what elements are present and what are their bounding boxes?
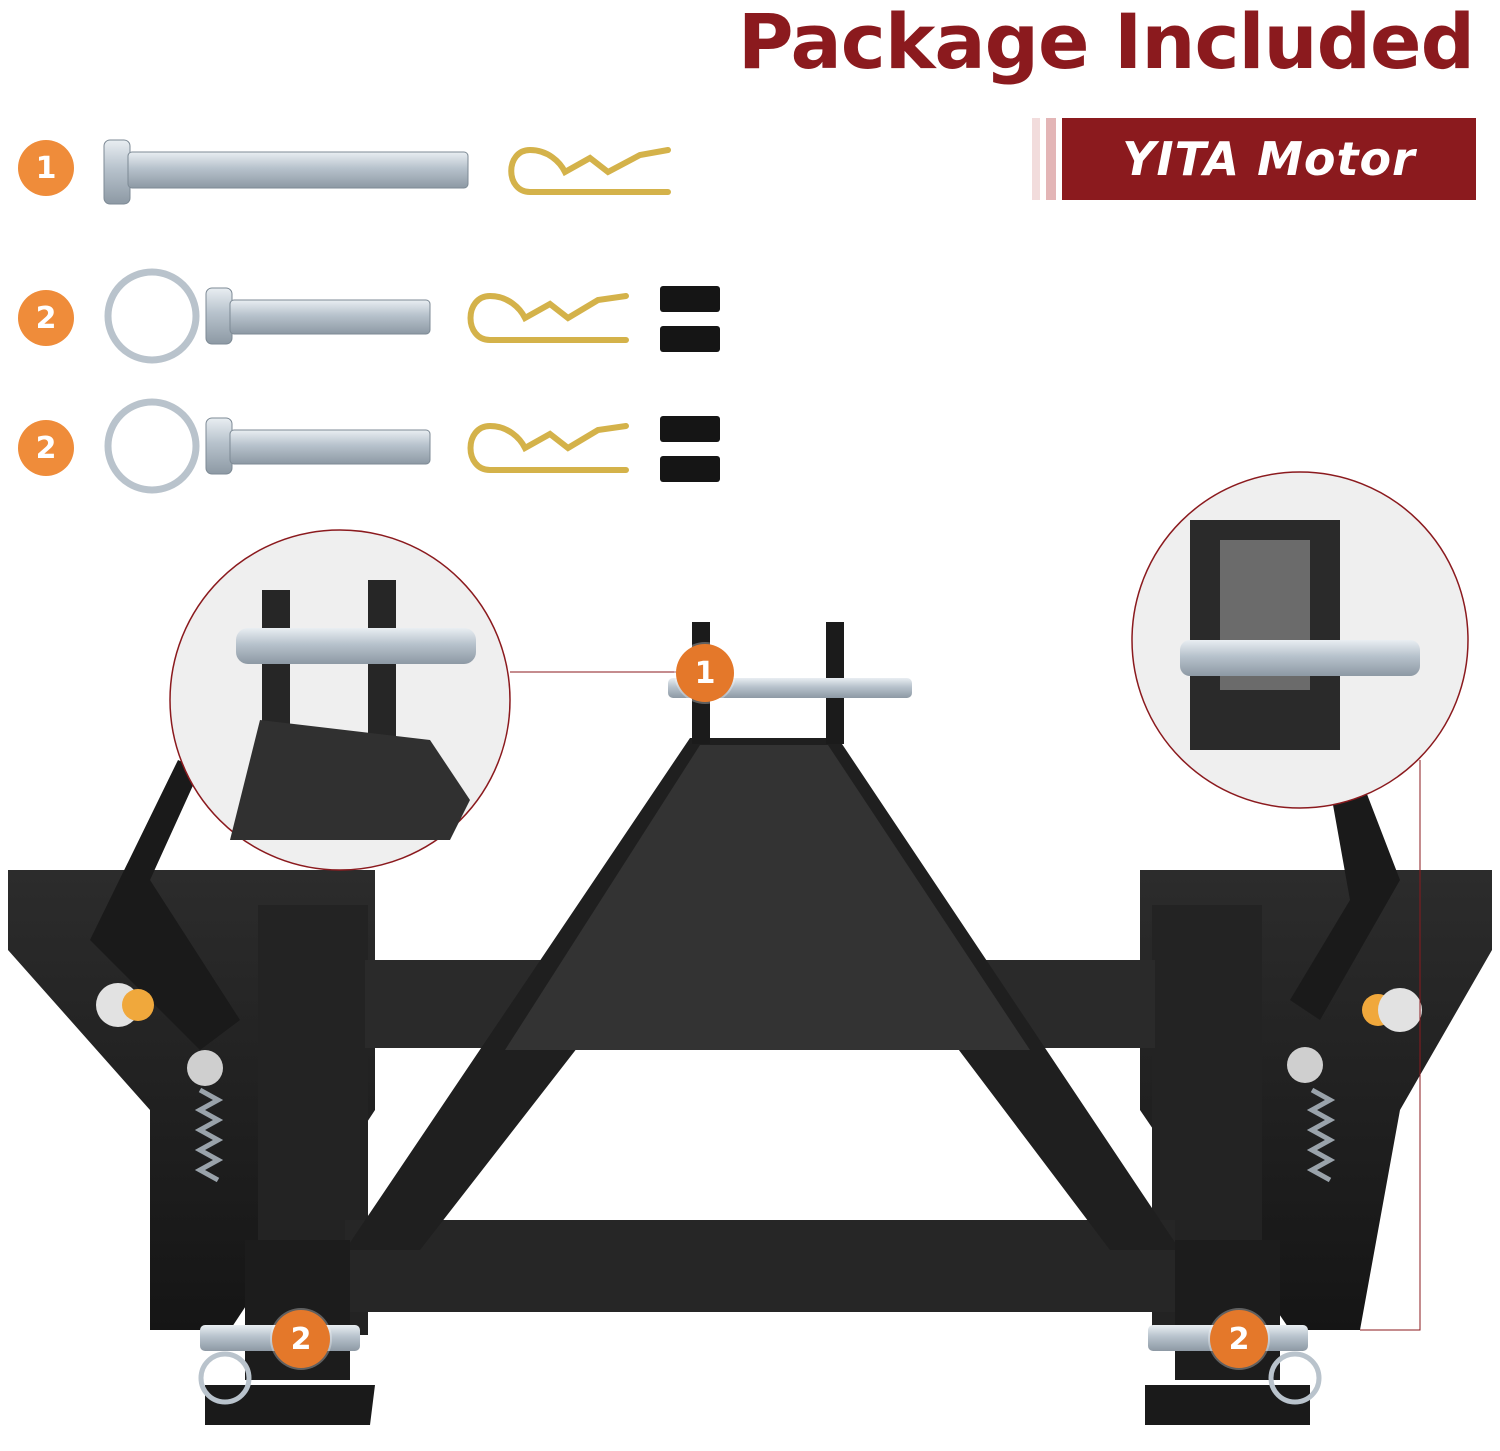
- pull-ring-1: [104, 268, 200, 364]
- part-row-2: [104, 268, 720, 364]
- part-row-1: [103, 139, 671, 205]
- badge-part-row-1: 1: [18, 140, 74, 196]
- hairpin-clip-2: [467, 292, 629, 343]
- detail-top-pin: [169, 529, 700, 871]
- page-title: Package Included: [737, 0, 1475, 86]
- detail-receiver-pin: [1131, 471, 1469, 1331]
- badge-part-row-2: 2: [18, 290, 74, 346]
- pull-ring-2: [104, 398, 200, 494]
- bolt-1b: [660, 326, 720, 352]
- bolt-1a: [660, 286, 720, 312]
- callout-badge-top-pin: 1: [676, 644, 734, 702]
- callout-badge-left-pin: 2: [272, 1310, 330, 1368]
- quick-attach-frame: [8, 622, 1492, 1425]
- hairpin-clip-1: [508, 146, 671, 195]
- badge-part-row-3: 2: [18, 420, 74, 476]
- bolt-2a: [660, 416, 720, 442]
- brand-logo: YITA Motor: [1032, 118, 1476, 200]
- clevis-pin-long: [103, 139, 469, 205]
- bolt-2b: [660, 456, 720, 482]
- hairpin-clip-3: [467, 422, 629, 473]
- part-row-3: [104, 398, 720, 494]
- logo-box: YITA Motor: [1062, 118, 1476, 200]
- brand-name: YITA Motor: [1122, 132, 1416, 186]
- callout-badge-right-pin: 2: [1210, 1310, 1268, 1368]
